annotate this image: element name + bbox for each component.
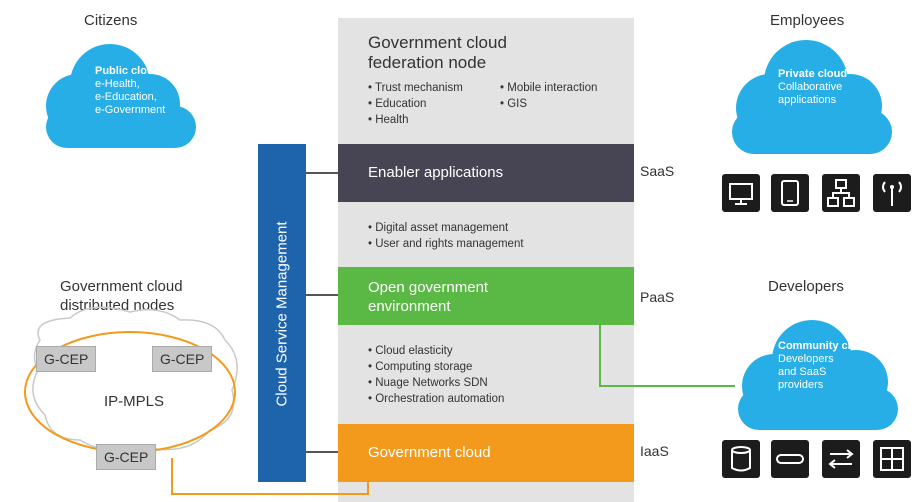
paas-bullets: Cloud elasticity Computing storage Nuage… [368, 343, 504, 407]
csm-paas-connector [306, 294, 338, 296]
employees-title: Employees [770, 12, 845, 29]
community-cloud-text: Community cloud Developers and SaaS prov… [778, 340, 871, 391]
monitor-icon [722, 174, 760, 212]
iaas-tier-label: IaaS [640, 443, 669, 459]
g-cep-node: G-CEP [36, 346, 97, 372]
public-cloud-shape [46, 44, 196, 148]
bullet-item: Trust mechanism [368, 80, 463, 96]
iaas-layer-label: Government cloud [368, 444, 491, 461]
paas-tier-label: PaaS [640, 289, 675, 305]
federation-bullets-right: Mobile interaction GIS [500, 80, 597, 112]
cloud-service-management-bar: Cloud Service Management [258, 144, 306, 482]
database-icon [722, 440, 760, 478]
ip-mpls-label: IP-MPLS [104, 393, 165, 410]
saas-bullets: Digital asset management User and rights… [368, 220, 524, 252]
g-cep-node: G-CEP [152, 346, 213, 372]
citizens-title: Citizens [84, 12, 138, 29]
bullet-item: Computing storage [368, 359, 504, 375]
antenna-icon [873, 174, 911, 212]
private-cloud-shape [732, 40, 892, 154]
bullet-item: Nuage Networks SDN [368, 375, 504, 391]
saas-layer-label: Enabler applications [368, 164, 504, 181]
federation-node-title: Government cloud federation node [368, 33, 507, 72]
g-cep-node: G-CEP [96, 444, 157, 470]
bullet-item: Education [368, 96, 463, 112]
bullet-item: Cloud elasticity [368, 343, 504, 359]
bullet-item: User and rights management [368, 236, 523, 252]
tablet-icon [771, 174, 809, 212]
csm-iaas-connector [306, 451, 338, 453]
iaas-distributed-connector [171, 458, 369, 495]
community-cloud-shape [738, 320, 898, 430]
csm-saas-connector [306, 172, 338, 174]
federation-bullets-left: Trust mechanism Education Health [368, 80, 463, 128]
ip-mpls-network-shape [24, 306, 238, 453]
network-icon [822, 174, 860, 212]
private-cloud-text: Private cloud Collaborative applications [778, 68, 848, 106]
developers-title: Developers [768, 278, 844, 295]
paas-developers-connector [599, 325, 735, 387]
bullet-item: Mobile interaction [500, 80, 597, 96]
exchange-icon [822, 440, 860, 478]
bullet-item: Health [368, 112, 463, 128]
public-cloud-text: Public cloud e-Health, e-Education, e-Go… [95, 65, 166, 116]
iaas-layer: Government cloud [338, 424, 634, 482]
server-icon [771, 440, 809, 478]
paas-layer-label: Open government environment [368, 279, 489, 315]
saas-layer: Enabler applications [338, 144, 634, 202]
bullet-item: Digital asset management [368, 220, 524, 236]
bullet-item: Orchestration automation [368, 391, 504, 407]
saas-tier-label: SaaS [640, 163, 675, 179]
bullet-item: GIS [500, 96, 597, 112]
grid-icon [873, 440, 911, 478]
paas-layer: Open government environment [338, 267, 634, 325]
